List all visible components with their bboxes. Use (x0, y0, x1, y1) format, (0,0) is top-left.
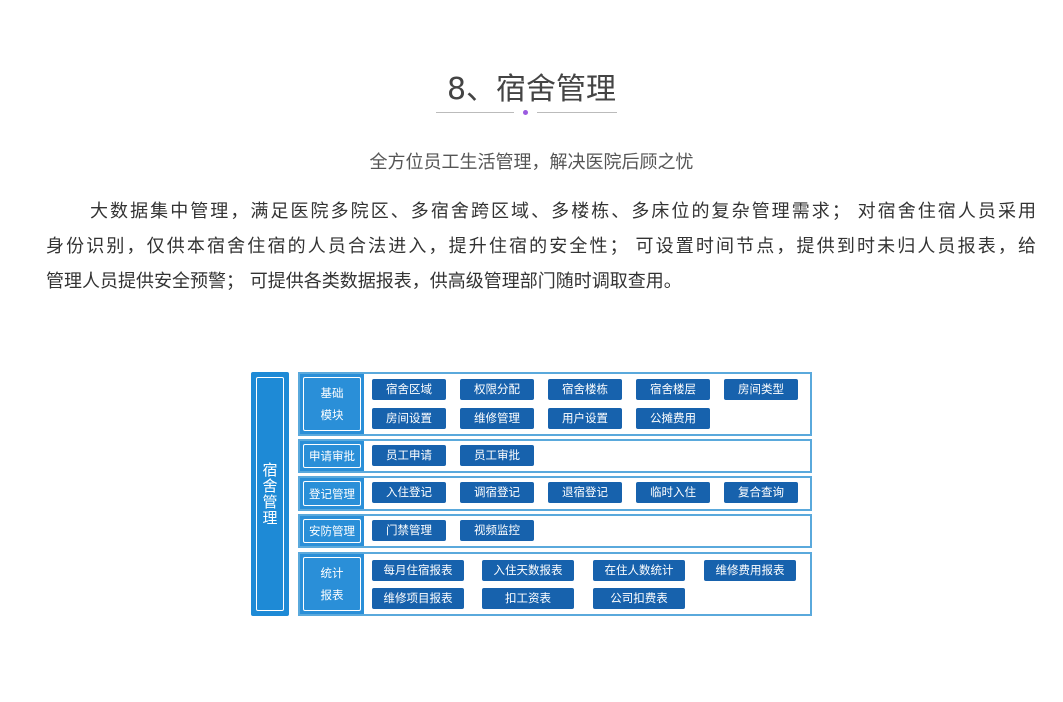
module-item-button[interactable]: 每月住宿报表 (372, 560, 464, 581)
module-row: 登记管理入住登记调宿登记退宿登记临时入住复合查询 (298, 476, 812, 511)
module-item-button[interactable]: 视频监控 (460, 520, 534, 541)
paragraph-line: 身份识别，仅供本宿舍住宿的人员合法进入，提升住宿的安全性； 可设置时间节点，提供… (46, 236, 1036, 257)
divider-dot (523, 110, 528, 115)
module-row-label-cell: 登记管理 (300, 478, 364, 509)
module-row: 统计 报表每月住宿报表入住天数报表在住人数统计维修费用报表维修项目报表扣工资表公… (298, 552, 812, 616)
module-item-button[interactable]: 入住天数报表 (482, 560, 574, 581)
module-row-label-cell: 基础 模块 (300, 374, 364, 434)
section-title: 8、宿舍管理 (446, 72, 617, 107)
module-row: 申请审批员工申请员工审批 (298, 439, 812, 473)
module-diagram: 宿舍管理 基础 模块宿舍区域权限分配宿舍楼栋宿舍楼层房间类型房间设置维修管理用户… (250, 370, 815, 618)
module-item-button[interactable]: 员工申请 (372, 445, 446, 466)
module-item-button[interactable]: 宿舍区域 (372, 379, 446, 400)
module-item-button[interactable]: 公司扣费表 (593, 588, 685, 609)
module-item-button[interactable]: 复合查询 (724, 482, 798, 503)
module-item-button[interactable]: 宿舍楼栋 (548, 379, 622, 400)
module-item-button[interactable]: 房间类型 (724, 379, 798, 400)
module-row-label: 登记管理 (303, 481, 361, 506)
module-item-button[interactable]: 扣工资表 (482, 588, 574, 609)
divider-left (436, 112, 514, 113)
paragraph-line: 大数据集中管理，满足医院多院区、多宿舍跨区域、多楼栋、多床位的复杂管理需求； 对… (90, 201, 1036, 222)
module-item-button[interactable]: 权限分配 (460, 379, 534, 400)
module-row-label: 基础 模块 (303, 377, 361, 431)
module-row-label: 统计 报表 (303, 557, 361, 611)
module-item-button[interactable]: 门禁管理 (372, 520, 446, 541)
module-row-label-cell: 统计 报表 (300, 554, 364, 614)
module-item-button[interactable]: 员工审批 (460, 445, 534, 466)
root-module-label: 宿舍管理 (256, 377, 284, 611)
module-item-button[interactable]: 退宿登记 (548, 482, 622, 503)
module-row-label: 申请审批 (303, 444, 361, 468)
module-row-label: 安防管理 (303, 519, 361, 543)
module-item-button[interactable]: 维修费用报表 (704, 560, 796, 581)
module-item-button[interactable]: 宿舍楼层 (636, 379, 710, 400)
module-row-label-cell: 安防管理 (300, 516, 364, 546)
description-paragraph: 大数据集中管理，满足医院多院区、多宿舍跨区域、多楼栋、多床位的复杂管理需求； 对… (46, 197, 1036, 302)
paragraph-line: 管理人员提供安全预警； 可提供各类数据报表，供高级管理部门随时调取查用。 (46, 271, 682, 292)
module-row: 基础 模块宿舍区域权限分配宿舍楼栋宿舍楼层房间类型房间设置维修管理用户设置公摊费… (298, 372, 812, 436)
module-item-button[interactable]: 公摊费用 (636, 408, 710, 429)
divider-right (537, 112, 617, 113)
module-item-button[interactable]: 调宿登记 (460, 482, 534, 503)
subtitle: 全方位员工生活管理，解决医院后顾之忧 (369, 152, 694, 173)
module-item-button[interactable]: 用户设置 (548, 408, 622, 429)
root-module: 宿舍管理 (251, 372, 289, 616)
module-item-button[interactable]: 维修管理 (460, 408, 534, 429)
module-item-button[interactable]: 临时入住 (636, 482, 710, 503)
module-item-button[interactable]: 入住登记 (372, 482, 446, 503)
module-item-button[interactable]: 在住人数统计 (593, 560, 685, 581)
module-item-button[interactable]: 维修项目报表 (372, 588, 464, 609)
module-row: 安防管理门禁管理视频监控 (298, 514, 812, 548)
module-row-label-cell: 申请审批 (300, 441, 364, 471)
module-item-button[interactable]: 房间设置 (372, 408, 446, 429)
